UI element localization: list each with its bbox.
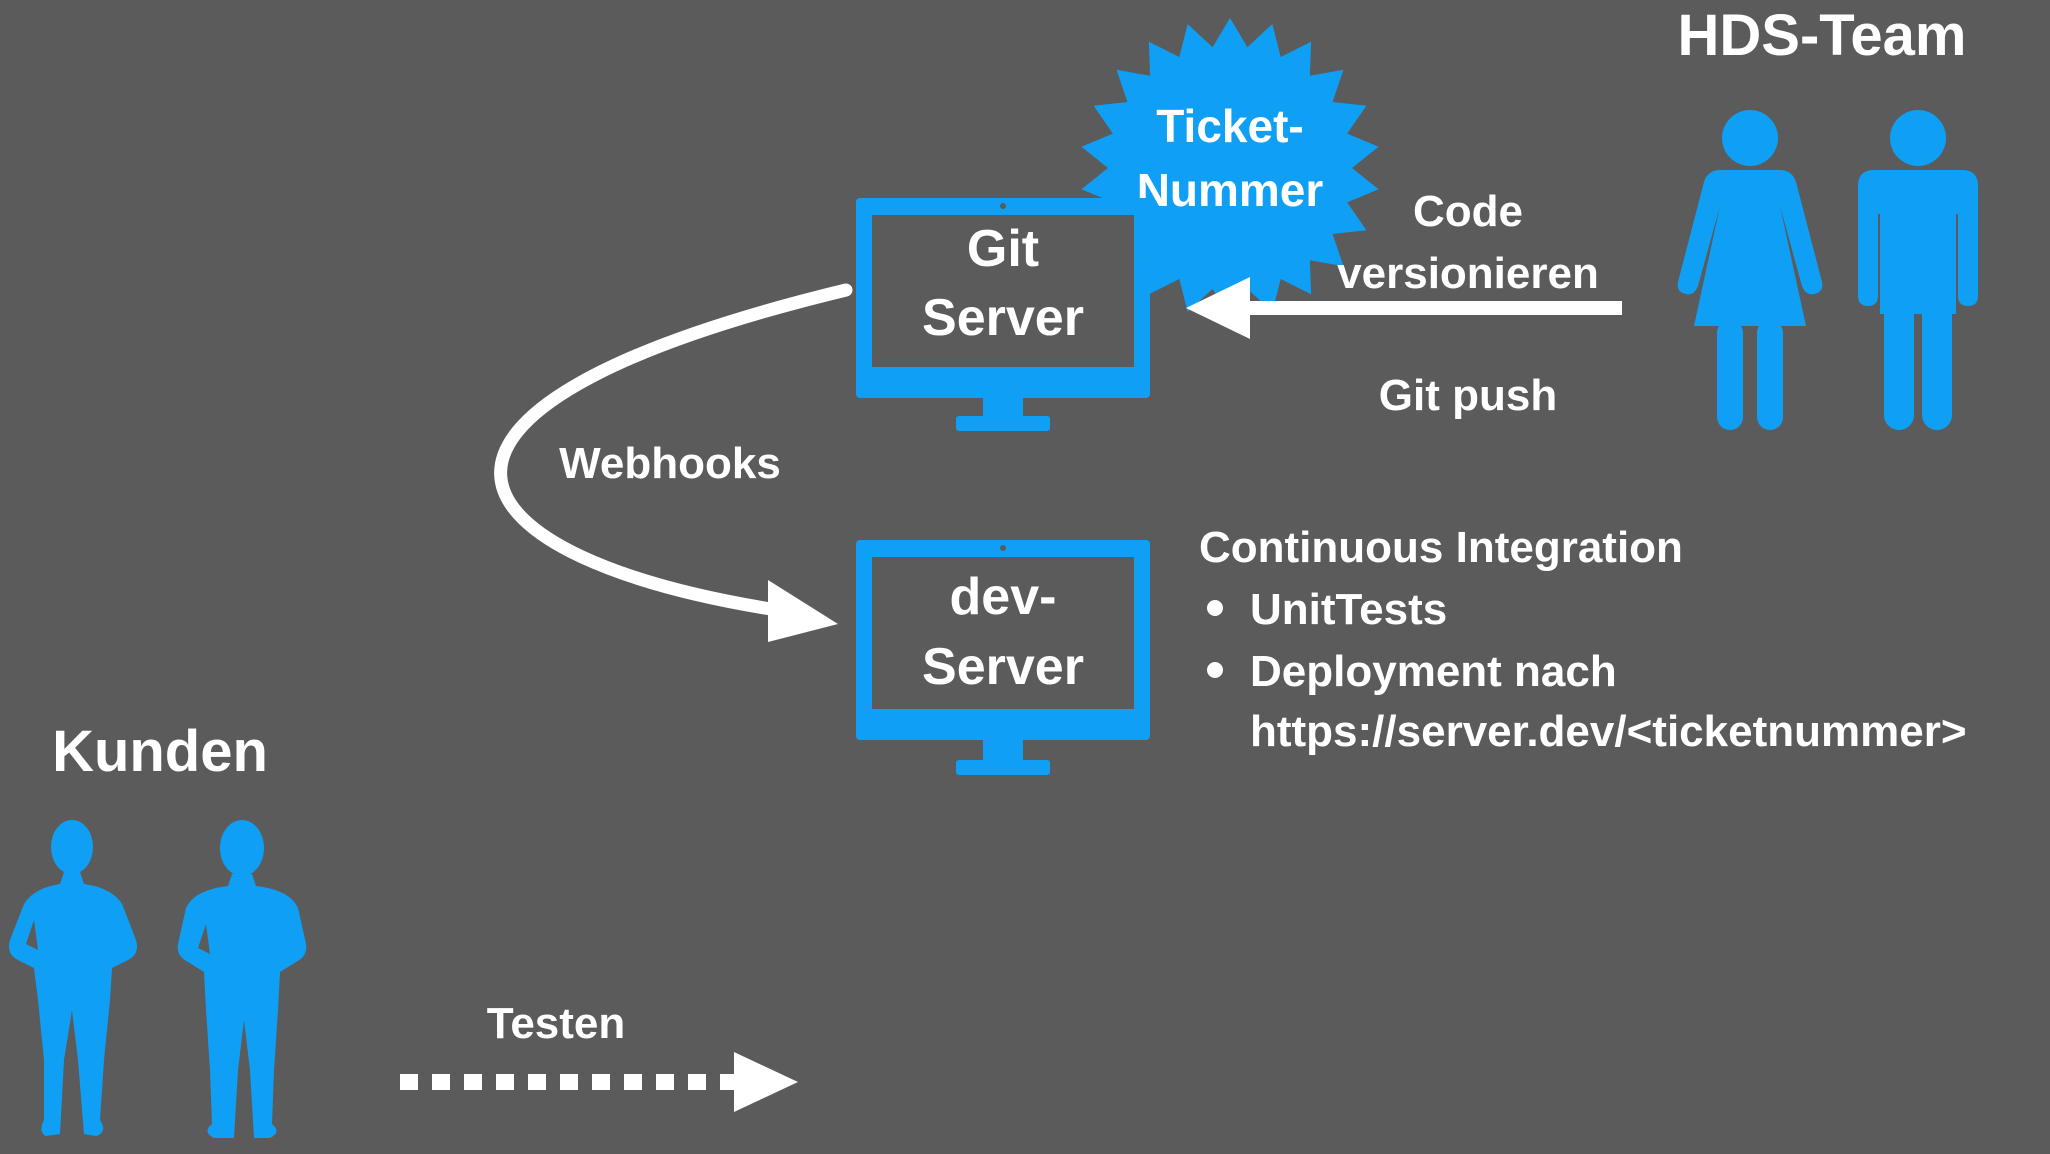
testing-arrow-dots bbox=[400, 1074, 738, 1090]
ticket-badge: Ticket- Nummer bbox=[1081, 18, 1379, 318]
man-silhouette-icon bbox=[177, 820, 307, 1138]
arrow-dash bbox=[400, 1074, 418, 1090]
arrow-dash bbox=[496, 1074, 514, 1090]
push-arrow: Code versionieren Git push bbox=[1186, 187, 1622, 420]
webhook-label: Webhooks bbox=[559, 439, 781, 488]
git-server-line2: Server bbox=[922, 289, 1084, 347]
customers-group: Kunden bbox=[9, 719, 307, 1138]
dev-server-line2: Server bbox=[922, 638, 1084, 696]
bullet-icon bbox=[1207, 600, 1223, 616]
woman-icon bbox=[1677, 110, 1823, 430]
git-server-monitor: Git Server bbox=[856, 198, 1150, 431]
arrow-right-icon bbox=[768, 580, 838, 642]
webhook-arrow: Webhooks bbox=[494, 283, 853, 642]
team-group: HDS-Team bbox=[1678, 3, 1978, 430]
arrow-dash bbox=[624, 1074, 642, 1090]
arrow-dash bbox=[720, 1074, 738, 1090]
team-people-icon bbox=[1677, 110, 1978, 430]
arrow-dash bbox=[432, 1074, 450, 1090]
git-server-line1: Git bbox=[967, 220, 1039, 278]
arrow-dash bbox=[592, 1074, 610, 1090]
ci-url: https://server.dev/<ticketnummer> bbox=[1250, 707, 1967, 756]
push-arrow-shaft bbox=[1230, 301, 1622, 315]
man-icon bbox=[1858, 110, 1978, 430]
push-label-line1: Code bbox=[1413, 187, 1523, 236]
push-label-below: Git push bbox=[1379, 371, 1557, 420]
ci-title: Continuous Integration bbox=[1199, 523, 1683, 572]
bullet-icon bbox=[1207, 662, 1223, 678]
ticket-badge-line1: Ticket- bbox=[1156, 100, 1303, 152]
woman-silhouette-icon bbox=[9, 820, 137, 1136]
monitor-icon bbox=[856, 540, 1150, 775]
monitor-icon bbox=[856, 198, 1150, 431]
customers-title: Kunden bbox=[52, 719, 268, 784]
testing-label: Testen bbox=[487, 999, 626, 1048]
testing-arrow: Testen bbox=[400, 999, 798, 1112]
webhook-arrow-curve bbox=[494, 283, 853, 619]
starburst-icon bbox=[1081, 18, 1379, 318]
dev-server-monitor: dev- Server bbox=[856, 540, 1150, 775]
push-label-line2: versionieren bbox=[1337, 249, 1599, 298]
ticket-badge-line2: Nummer bbox=[1137, 164, 1324, 216]
ci-bullet-0: UnitTests bbox=[1250, 585, 1447, 634]
arrow-dash bbox=[528, 1074, 546, 1090]
arrow-dash bbox=[560, 1074, 578, 1090]
ci-description: Continuous Integration UnitTests Deploym… bbox=[1199, 523, 1967, 756]
customer-people-icon bbox=[9, 820, 307, 1138]
ci-bullet-1: Deployment nach bbox=[1250, 647, 1617, 696]
dev-server-line1: dev- bbox=[950, 568, 1057, 626]
arrow-left-icon bbox=[1186, 277, 1250, 339]
arrow-right-icon bbox=[734, 1052, 798, 1112]
arrow-dash bbox=[656, 1074, 674, 1090]
arrow-dash bbox=[688, 1074, 706, 1090]
arrow-dash bbox=[464, 1074, 482, 1090]
team-title: HDS-Team bbox=[1678, 3, 1967, 68]
